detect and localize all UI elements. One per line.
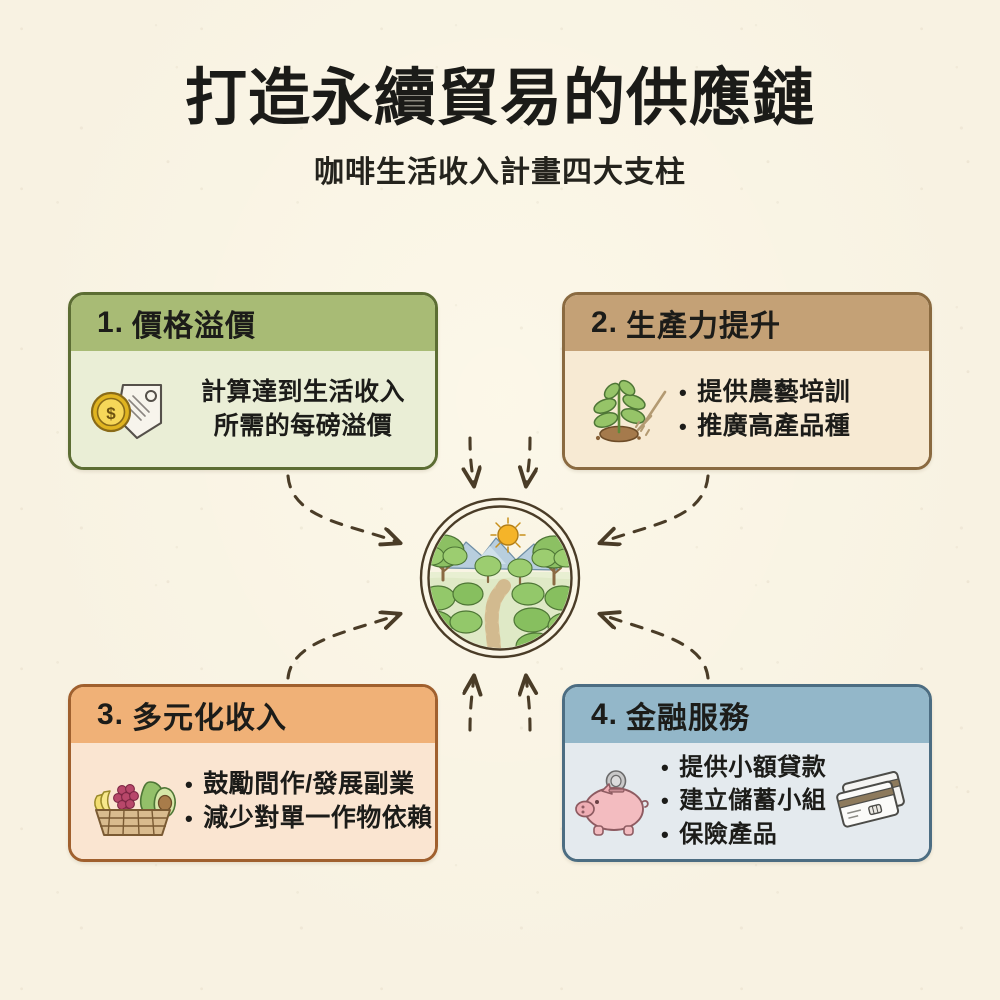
- card-3-bullet-1: • 鼓勵間作/發展副業: [185, 767, 433, 802]
- svg-text:$: $: [106, 404, 116, 423]
- bullet-icon: •: [185, 771, 194, 797]
- card-1-line-1: 計算達到生活收入: [200, 377, 405, 406]
- coin-price-tag-icon: $: [81, 372, 185, 446]
- farm-path-icon: [484, 579, 511, 648]
- card-1-line-2: 所需的每磅溢價: [213, 412, 393, 440]
- card-1-text: 計算達到生活收入 所需的每磅溢價: [185, 375, 421, 444]
- arrow-bottom-right-to-center: [526, 676, 530, 732]
- card-4-body: • 提供小額貸款 • 建立儲蓄小組 • 保險產品: [565, 743, 929, 859]
- arrow-bottom-left-to-center: [470, 676, 474, 732]
- tree-middle-icon: [474, 555, 533, 586]
- card-4-line-1: 提供小額貸款: [679, 754, 827, 782]
- card-4-line-3: 保險產品: [679, 820, 778, 848]
- card-4-number: 4.: [591, 698, 619, 731]
- arrow-card4-to-center: [600, 614, 710, 680]
- pillar-card-2[interactable]: 2. 生產力提升: [562, 292, 932, 470]
- card-2-title: 生產力提升: [626, 310, 782, 343]
- card-4-text: • 提供小額貸款 • 建立儲蓄小組 • 保險產品: [661, 751, 829, 850]
- sun-icon: [490, 517, 526, 553]
- piggy-bank-icon: [569, 764, 661, 838]
- card-1-number: 1.: [97, 306, 125, 339]
- card-2-bullet-2: • 推廣高產品種: [679, 409, 915, 444]
- header: 打造永續貿易的供應鏈 咖啡生活收入計畫四大支柱: [0, 64, 1000, 191]
- card-4-bullet-2: • 建立儲蓄小組: [661, 784, 829, 817]
- page-subtitle: 咖啡生活收入計畫四大支柱: [314, 155, 686, 189]
- card-1-body: $ 計算達到生活收入 所需的每磅溢價: [71, 351, 435, 467]
- card-3-bullet-2: • 減少對單一作物依賴: [185, 801, 433, 836]
- card-4-bullet-3: • 保險產品: [661, 818, 829, 851]
- arrow-top-right-to-center: [526, 436, 530, 486]
- credit-cards-icon: [829, 768, 915, 834]
- card-3-line-1: 鼓勵間作/發展副業: [203, 769, 415, 798]
- pillar-card-3[interactable]: 3. 多元化收入: [68, 684, 438, 862]
- seedling-rake-icon: [575, 370, 679, 448]
- card-3-text: • 鼓勵間作/發展副業 • 減少對單一作物依賴: [185, 767, 433, 836]
- arrow-top-left-to-center: [470, 436, 474, 486]
- card-2-bullet-1: • 提供農藝培訓: [679, 375, 915, 410]
- card-4-line-2: 建立儲蓄小組: [679, 787, 827, 815]
- card-3-line-2: 減少對單一作物依賴: [203, 804, 433, 832]
- bullet-icon: •: [679, 414, 688, 439]
- card-1-header: 1. 價格溢價: [71, 295, 435, 351]
- card-1-title: 價格溢價: [132, 310, 257, 343]
- bullet-icon: •: [679, 379, 688, 405]
- card-4-header: 4. 金融服務: [565, 687, 929, 743]
- card-2-text: • 提供農藝培訓 • 推廣高產品種: [679, 375, 915, 444]
- card-3-body: • 鼓勵間作/發展副業 • 減少對單一作物依賴: [71, 743, 435, 859]
- card-2-body: • 提供農藝培訓 • 推廣高產品種: [565, 351, 929, 467]
- card-4-bullet-1: • 提供小額貸款: [661, 751, 829, 784]
- bullet-icon: •: [661, 821, 670, 847]
- arrow-card2-to-center: [600, 474, 710, 543]
- card-3-number: 3.: [97, 698, 125, 731]
- card-2-line-1: 提供農藝培訓: [697, 377, 851, 406]
- card-4-title: 金融服務: [626, 702, 751, 735]
- card-2-line-2: 推廣高產品種: [697, 412, 851, 440]
- arrow-card3-to-center: [286, 614, 400, 680]
- hub-scene: [430, 508, 570, 648]
- page-title: 打造永續貿易的供應鏈: [184, 64, 815, 133]
- card-3-header: 3. 多元化收入: [71, 687, 435, 743]
- center-hub-illustration: [419, 497, 581, 659]
- bullet-icon: •: [661, 788, 670, 814]
- pillar-card-1[interactable]: 1. 價格溢價 $: [68, 292, 438, 470]
- pillar-card-4[interactable]: 4. 金融服務: [562, 684, 932, 862]
- bullet-icon: •: [661, 755, 670, 781]
- card-2-header: 2. 生產力提升: [565, 295, 929, 351]
- bullet-icon: •: [185, 806, 194, 831]
- card-3-title: 多元化收入: [132, 702, 288, 735]
- card-2-number: 2.: [591, 306, 619, 339]
- arrow-card1-to-center: [286, 474, 400, 543]
- fruit-basket-icon: [81, 762, 185, 840]
